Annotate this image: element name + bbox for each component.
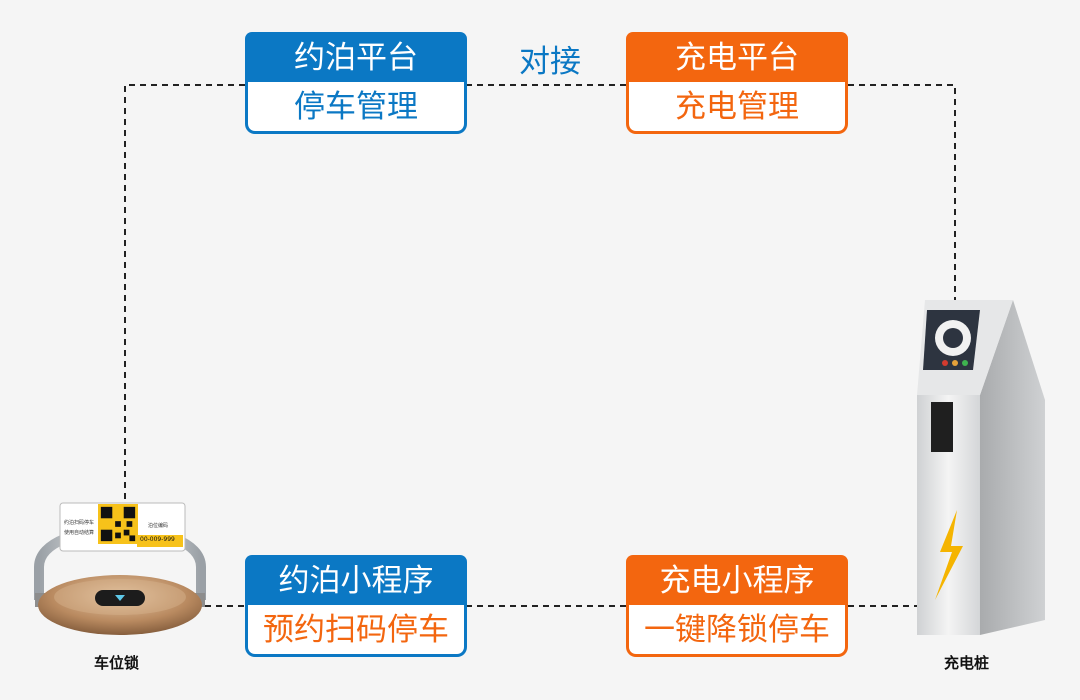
- parking-lock-label: 车位锁: [94, 654, 140, 672]
- qr-code-icon: [98, 504, 138, 544]
- parking-miniprogram-box: 约泊小程序 预约扫码停车: [245, 555, 467, 657]
- charging-pile-icon: [917, 300, 1045, 635]
- charging-pile-label: 充电桩: [944, 654, 990, 672]
- parking-platform-box: 约泊平台 停车管理: [245, 32, 467, 134]
- one-key-unlock-parking-label: 一键降锁停车: [626, 605, 848, 657]
- sticker-text-line2: 使用自动结算: [64, 530, 95, 536]
- charging-platform-box: 充电平台 充电管理: [626, 32, 848, 134]
- parking-platform-title: 约泊平台: [245, 32, 467, 84]
- sticker-text-line1: 约泊扫码停车: [64, 520, 95, 526]
- reserve-scan-parking-label: 预约扫码停车: [245, 605, 467, 657]
- charging-miniprogram-box: 充电小程序 一键降锁停车: [626, 555, 848, 657]
- parking-management-label: 停车管理: [245, 82, 467, 134]
- parking-miniprogram-title: 约泊小程序: [245, 555, 467, 607]
- charging-miniprogram-title: 充电小程序: [626, 555, 848, 607]
- charging-management-label: 充电管理: [626, 82, 848, 134]
- sticker-code: 00-009-999: [140, 536, 175, 543]
- sticker-title: 泊位编码: [148, 523, 169, 529]
- charging-platform-title: 充电平台: [626, 32, 848, 84]
- docking-label: 对接: [519, 44, 581, 80]
